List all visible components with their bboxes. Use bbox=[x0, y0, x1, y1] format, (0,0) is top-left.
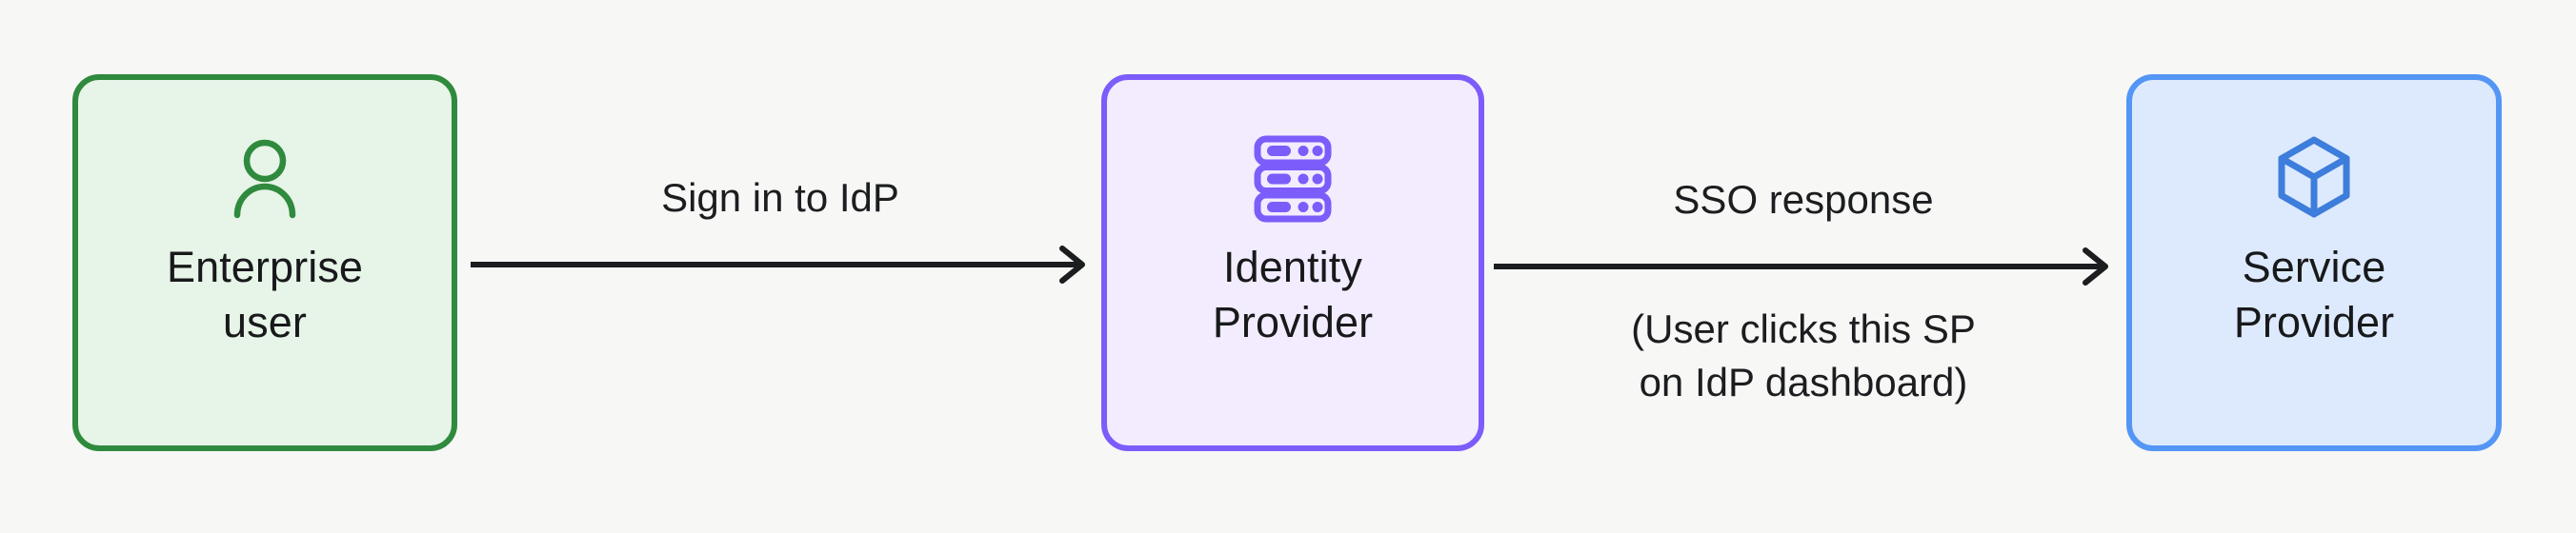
arrow-user-to-idp bbox=[471, 246, 1090, 284]
node-label-service-provider: Service Provider bbox=[2233, 243, 2395, 346]
node-label-identity-provider: Identity Provider bbox=[1212, 243, 1374, 346]
node-service-provider[interactable]: Service Provider bbox=[2126, 74, 2502, 451]
cube-icon bbox=[2274, 135, 2354, 223]
node-label-enterprise-user: Enterprise user bbox=[166, 243, 364, 346]
node-enterprise-user[interactable]: Enterprise user bbox=[72, 74, 457, 451]
node-identity-provider[interactable]: Identity Provider bbox=[1101, 74, 1484, 451]
edge-label-sign-in-to-idp: Sign in to IdP bbox=[661, 175, 899, 220]
arrow-idp-to-sp bbox=[1494, 247, 2113, 286]
edge-label-sso-response: SSO response bbox=[1673, 177, 1934, 222]
person-icon bbox=[232, 135, 297, 223]
edge-sublabel-sso-response: (User clicks this SP on IdP dashboard) bbox=[1631, 306, 1976, 405]
server-stack-icon bbox=[1253, 135, 1333, 223]
